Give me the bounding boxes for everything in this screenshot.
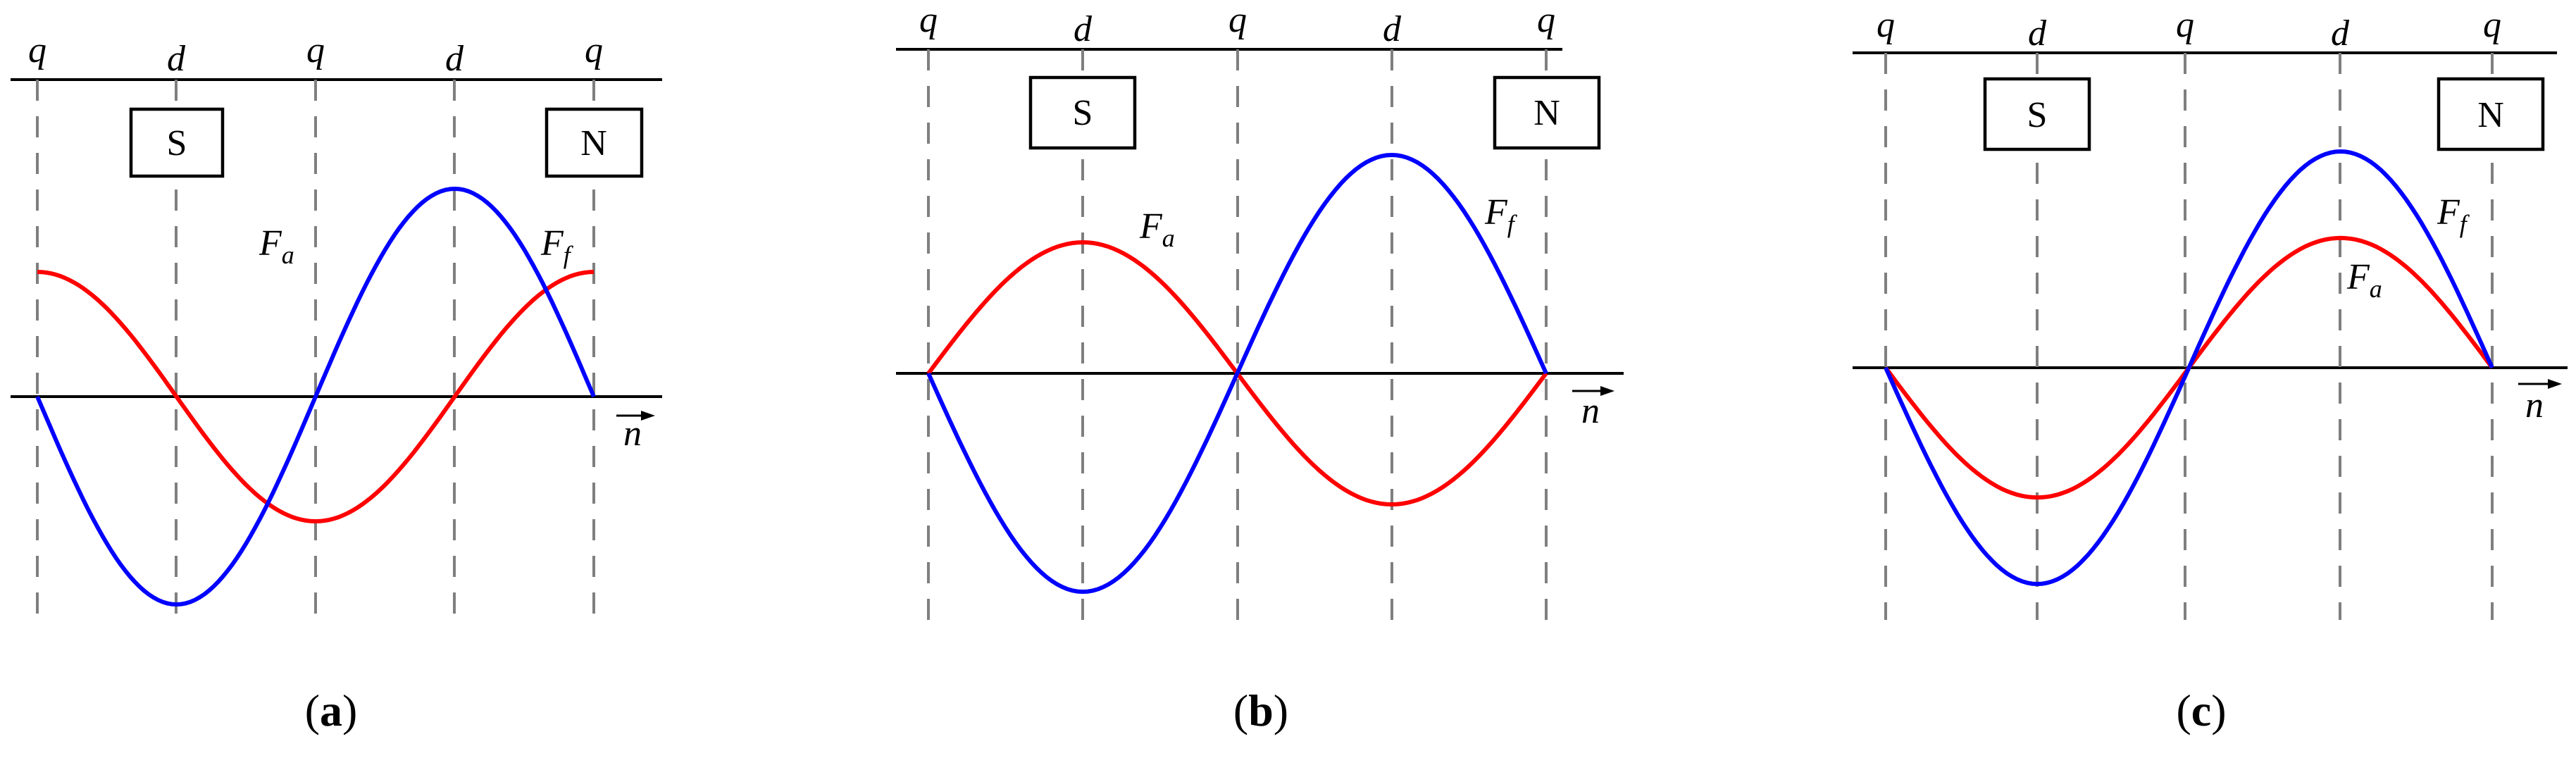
- panel-a-pole-n-label: N: [580, 123, 607, 163]
- panel-c: n q d q d q S N Ff Fa (c): [1853, 5, 2568, 735]
- panel-b-pole-n-label: N: [1533, 93, 1560, 133]
- panel-a-arrow-label: n: [623, 414, 642, 454]
- panel-b-pole-s-box: [1028, 75, 1137, 150]
- panel-a-ff-label: Ff: [540, 223, 574, 269]
- panel-c-tick-d1: d: [2028, 13, 2047, 54]
- panel-a-tick-q2: q: [306, 30, 325, 70]
- panel-a-ff-curve: [35, 186, 596, 607]
- panel-a-tick-q3: q: [585, 30, 603, 70]
- panel-b-tick-q3: q: [1537, 0, 1555, 40]
- panel-a-fa-label: Fa: [259, 223, 294, 269]
- panel-a-tick-q1: q: [28, 30, 46, 70]
- panel-c-arrow-icon: [2518, 379, 2562, 389]
- panel-a-tick-d1: d: [167, 39, 186, 79]
- panel-a-caption: (a): [305, 685, 358, 735]
- panel-c-ff-label: Ff: [2437, 192, 2470, 238]
- panel-b-caption: (b): [1233, 685, 1288, 735]
- panel-c-arrow-label: n: [2525, 385, 2544, 425]
- panel-b-tick-q1: q: [919, 0, 938, 40]
- panel-a-pole-s-label: S: [167, 123, 187, 163]
- panel-c-pole-n-label: N: [2477, 95, 2504, 135]
- panel-c-pole-s-box: [1983, 77, 2091, 151]
- panel-c-ff-curve: [1884, 149, 2494, 587]
- panel-b-pole-n-box: [1493, 75, 1601, 150]
- panel-a-arrow-icon: [616, 411, 655, 421]
- panel-b-tick-d2: d: [1383, 9, 1402, 49]
- panel-a-pole-s-box: [129, 107, 225, 178]
- panel-c-fa-label: Fa: [2346, 257, 2382, 303]
- panel-c-tick-q1: q: [1877, 5, 1895, 45]
- panel-b-pole-s-label: S: [1073, 93, 1093, 133]
- panel-a-tick-d2: d: [445, 39, 464, 79]
- panel-c-caption: (c): [2176, 685, 2226, 735]
- panel-b-tick-d1: d: [1074, 9, 1093, 49]
- panel-a-fa-curve: [37, 270, 595, 524]
- panel-c-tick-q3: q: [2483, 5, 2501, 45]
- panel-a-pole-n-box: [545, 107, 644, 178]
- panel-b-arrow-label: n: [1581, 391, 1600, 431]
- panel-b-tick-q2: q: [1228, 0, 1247, 40]
- panel-b: n q d q d q S N Fa Ff (b): [896, 0, 1624, 735]
- panel-c-pole-n-box: [2437, 77, 2545, 151]
- panel-b-arrow-icon: [1572, 386, 1614, 396]
- panel-c-tick-q2: q: [2176, 5, 2194, 45]
- panel-a: n q d q d q S N Fa Ff (a): [11, 30, 662, 735]
- panel-c-tick-d2: d: [2331, 13, 2350, 54]
- panel-b-fa-label: Fa: [1139, 206, 1175, 252]
- panel-b-ff-label: Ff: [1484, 192, 1518, 238]
- panel-b-ff-curve: [926, 152, 1548, 595]
- panel-c-pole-s-label: S: [2027, 95, 2048, 135]
